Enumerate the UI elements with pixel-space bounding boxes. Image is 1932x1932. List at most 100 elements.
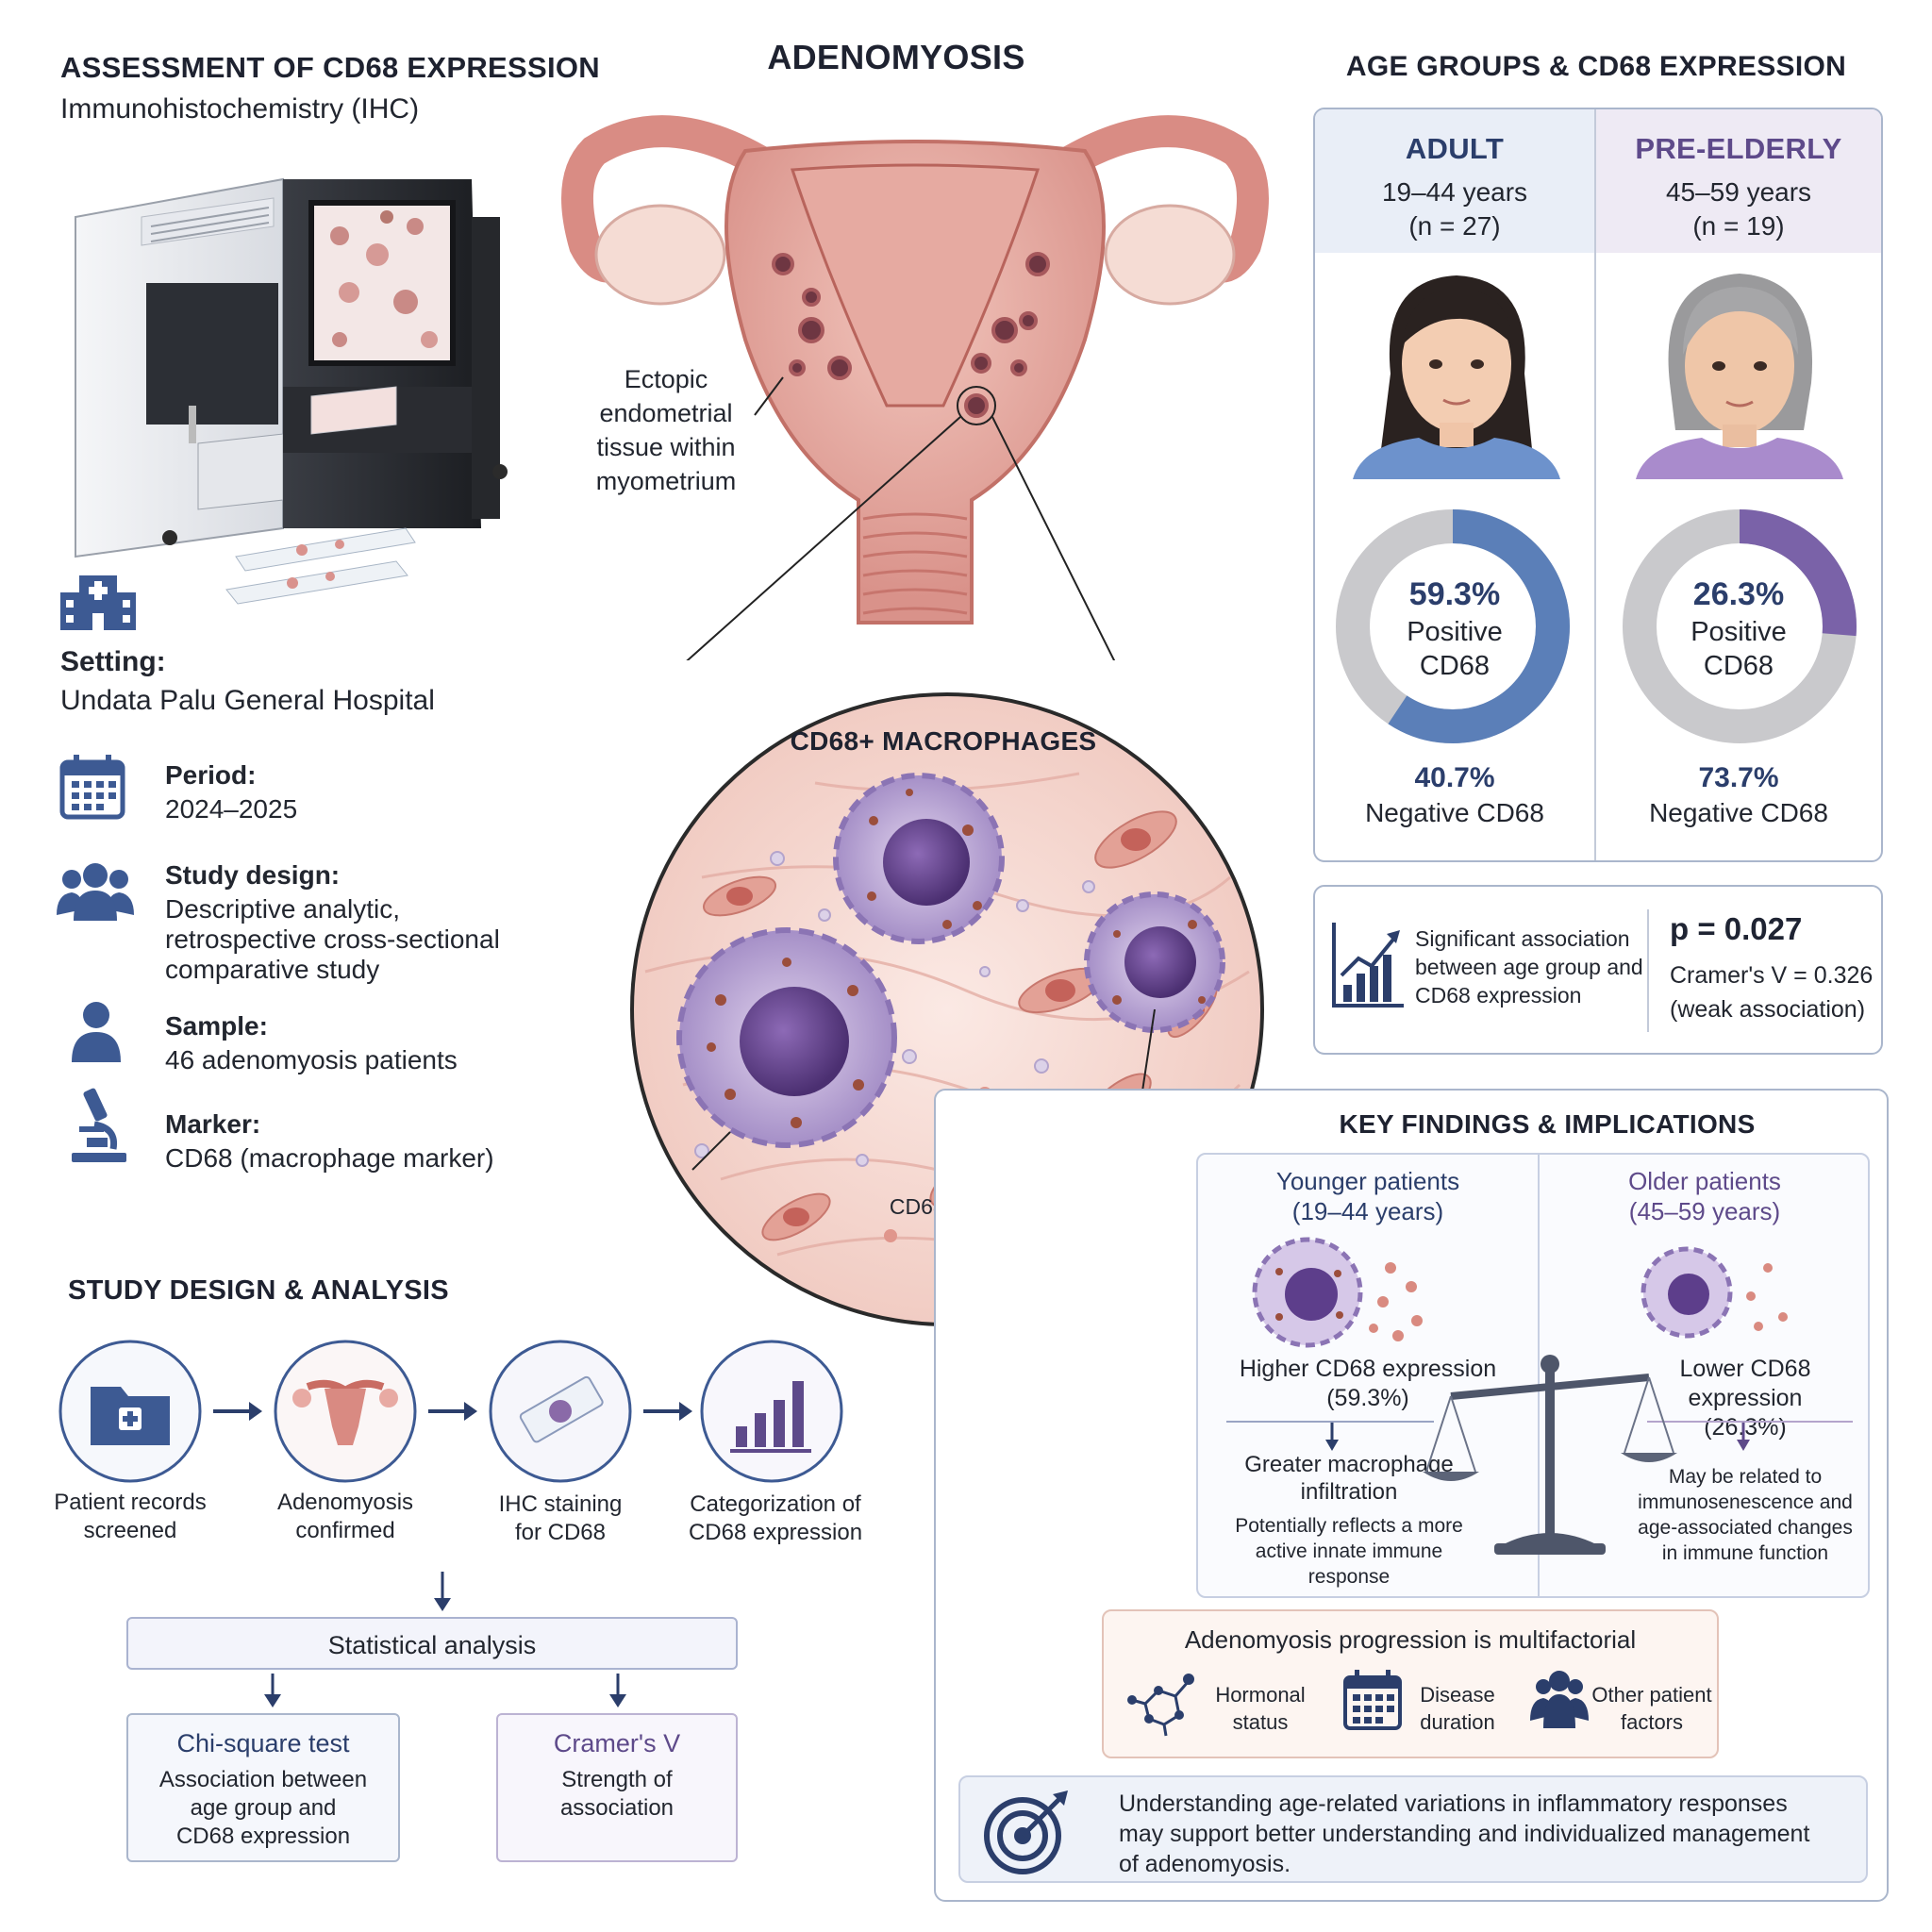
design-value-1: Descriptive analytic, (165, 894, 400, 924)
step-3-line-2: for CD68 (514, 1520, 607, 1545)
reflects-line-1: Potentially reflects a more (1235, 1515, 1463, 1537)
factor-disease-line-2: duration (1420, 1710, 1495, 1734)
cramers-v-desc: Strength of association (496, 1766, 738, 1823)
pre-elderly-n: (n = 19) (1692, 211, 1785, 241)
microscope-icon (72, 1088, 126, 1162)
adult-avatar (1353, 275, 1560, 479)
final-line-3: of adenomyosis. (1119, 1851, 1291, 1877)
step-1-label: Patient records screened (45, 1489, 215, 1545)
chi-square-desc: Association between age group and CD68 e… (126, 1766, 400, 1851)
hospital-icon (60, 575, 136, 630)
findings-divider (1538, 1155, 1540, 1596)
younger-patients-label: Younger patients (19–44 years) (1198, 1166, 1538, 1226)
pre-elderly-positive-arc (1623, 509, 1857, 743)
reflects-label: Potentially reflects a more active innat… (1198, 1513, 1500, 1590)
marker-value: CD68 (macrophage marker) (165, 1143, 494, 1173)
study-flow-icons (58, 1340, 843, 1483)
reflects-line-2: active innate immune (1255, 1541, 1443, 1562)
final-statement: Understanding age-related variations in … (1119, 1789, 1809, 1879)
multifactorial-title: Adenomyosis progression is multifactoria… (1184, 1625, 1637, 1654)
calendar-icon (59, 755, 125, 820)
association-line-1: Significant association (1415, 926, 1630, 951)
adult-range: 19–44 years (1381, 177, 1528, 207)
multifactorial-box (1102, 1609, 1719, 1758)
step-2-label: Adenomyosis confirmed (260, 1489, 430, 1545)
younger-macrophage-icon (1252, 1237, 1423, 1348)
association-panel (1313, 885, 1883, 1055)
target-icon (984, 1790, 1068, 1874)
p-value: p = 0.027 (1670, 911, 1803, 946)
chi-desc-1: Association between (158, 1767, 368, 1792)
factor-other-line-1: Other patient (1591, 1683, 1712, 1707)
macrophages-title: CD68+ MACROPHAGES (790, 726, 1097, 756)
higher-expression-label: Higher CD68 expression (59.3%) (1198, 1355, 1538, 1413)
older-line-1: Older patients (1628, 1167, 1781, 1195)
older-line-2: (45–59 years) (1628, 1197, 1781, 1225)
step-2-line-2: confirmed (295, 1518, 395, 1543)
adenomyosis-title: ADENOMYOSIS (767, 38, 1025, 76)
ectopic-line-3: tissue within (596, 433, 736, 461)
period-label: Period: (165, 760, 257, 790)
related-line-4: in immune function (1661, 1542, 1829, 1564)
design-value-2: retrospective cross-sectional (165, 924, 500, 954)
factor-hormonal: Hormonal status (1204, 1681, 1317, 1736)
cramers-v-value: Cramer's V = 0.326 (1670, 962, 1874, 989)
pre-elderly-range: 45–59 years (1665, 177, 1812, 207)
cv-desc-1: Strength of (561, 1767, 673, 1792)
adult-positive-arc (1336, 509, 1570, 743)
down-arrow-icon-right (609, 1674, 626, 1707)
statistical-analysis-box (126, 1617, 738, 1670)
final-line-2: may support better understanding and ind… (1119, 1821, 1810, 1847)
pre-elderly-name: PRE-ELDERLY (1635, 132, 1842, 165)
younger-line-1: Younger patients (1275, 1167, 1460, 1195)
design-label: Study design: (165, 860, 341, 890)
other-factors-people-icon (1530, 1671, 1589, 1728)
hormone-molecule-icon (1127, 1674, 1194, 1737)
step-1-line-2: screened (83, 1518, 177, 1543)
association-divider (1647, 909, 1649, 1032)
related-line-1: May be related to (1668, 1466, 1823, 1488)
key-findings-title: KEY FINDINGS & IMPLICATIONS (1339, 1109, 1756, 1139)
association-line-2: between age group and (1415, 955, 1643, 979)
sample-value: 46 adenomyosis patients (165, 1045, 458, 1074)
related-line-2: immunosenescence and (1638, 1491, 1853, 1513)
final-statement-box (958, 1775, 1868, 1883)
setting-label: Setting: (60, 646, 166, 677)
age-groups-title: AGE GROUPS & CD68 EXPRESSION (1345, 51, 1847, 82)
people-group-icon (57, 863, 134, 921)
pre-elderly-positive-pct: 26.3% (1692, 576, 1785, 612)
pre-elderly-positive-label-1: Positive (1690, 617, 1787, 647)
cramers-v-note: (weak association) (1670, 996, 1866, 1023)
older-patients-label: Older patients (45–59 years) (1540, 1166, 1870, 1226)
adult-positive-label-1: Positive (1407, 617, 1503, 647)
cramers-v-box (496, 1713, 738, 1862)
younger-down-arrow-icon (1325, 1423, 1339, 1451)
pre-elderly-donut-chart (1623, 509, 1857, 743)
step-4-line-2: CD68 expression (688, 1520, 863, 1545)
ectopic-line-4: myometrium (595, 467, 737, 495)
factor-disease: Disease duration (1409, 1681, 1506, 1736)
final-line-1: Understanding age-related variations in … (1119, 1790, 1788, 1817)
factor-disease-line-1: Disease (1420, 1683, 1495, 1707)
adult-name: ADULT (1405, 132, 1505, 165)
older-macrophage-icon (1641, 1246, 1788, 1339)
chi-square-box (126, 1713, 400, 1862)
reflects-line-3: response (1307, 1566, 1391, 1588)
design-value-3: comparative study (165, 955, 380, 984)
lower-line-2: (26.3%) (1704, 1414, 1787, 1441)
factor-hormonal-line-2: status (1232, 1710, 1289, 1734)
factor-hormonal-line-1: Hormonal (1215, 1683, 1306, 1707)
adult-negative-pct: 40.7% (1414, 762, 1495, 793)
findings-inner-panel (1196, 1153, 1870, 1598)
ectopic-label: Ectopic endometrial tissue within myomet… (574, 362, 758, 498)
adult-positive-label-2: CD68 (1419, 651, 1491, 681)
balance-scale-icon (1423, 1355, 1677, 1555)
ectopic-line-1: Ectopic (624, 365, 708, 393)
person-icon (72, 1002, 121, 1062)
sample-label: Sample: (165, 1011, 268, 1041)
assessment-title: ASSESSMENT OF CD68 EXPRESSION (60, 51, 600, 84)
higher-line-1: Higher CD68 expression (1239, 1356, 1497, 1382)
step-3-label: IHC staining for CD68 (475, 1491, 645, 1547)
adult-negative-label: Negative CD68 (1365, 798, 1544, 827)
study-design-title: STUDY DESIGN & ANALYSIS (68, 1275, 449, 1306)
